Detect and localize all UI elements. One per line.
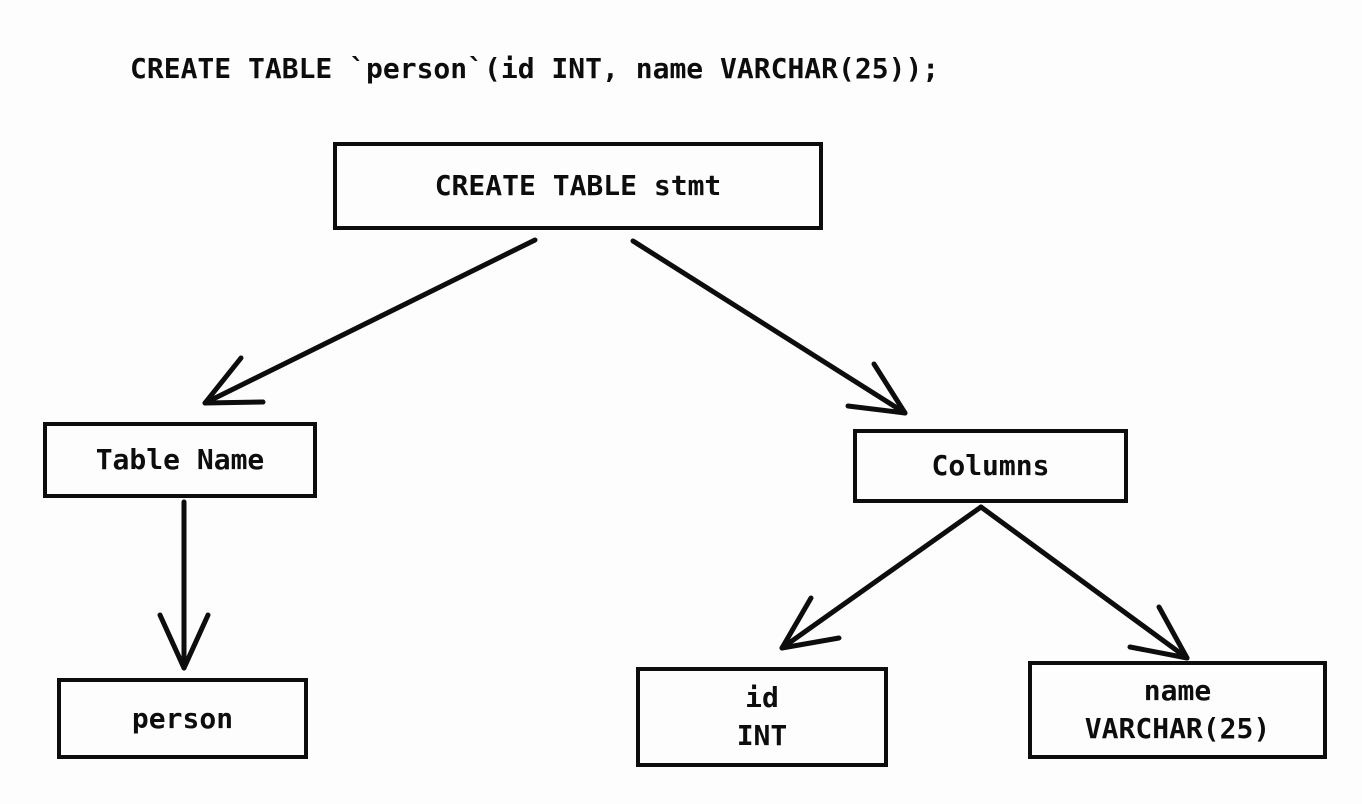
edge-stmt-to-table-name-arrow: [202, 237, 538, 406]
node-table-name: Table Name: [43, 422, 317, 498]
node-columns: Columns: [853, 429, 1128, 503]
node-table-name-label: Table Name: [95, 443, 265, 476]
edge-columns-to-name-arrow: [978, 504, 1190, 661]
node-name-varchar-name: name: [1143, 674, 1212, 707]
node-id-int: id INT: [636, 667, 888, 767]
edge-table-name-to-person-arrow: [157, 499, 211, 671]
node-create-table-stmt-label: CREATE TABLE stmt: [434, 169, 722, 202]
node-create-table-stmt: CREATE TABLE stmt: [333, 142, 823, 230]
node-name-varchar: name VARCHAR(25): [1028, 661, 1327, 759]
node-id-int-name: id: [745, 681, 779, 714]
node-name-varchar-type: VARCHAR(25): [1084, 712, 1271, 745]
edge-columns-to-id-arrow: [779, 504, 984, 651]
sql-statement-text: CREATE TABLE `person`(id INT, name VARCH…: [130, 52, 940, 85]
node-person-label: person: [131, 701, 234, 735]
edge-stmt-to-columns-arrow: [630, 238, 908, 416]
node-person: person: [57, 678, 308, 759]
node-id-int-type: INT: [736, 719, 788, 752]
node-columns-label: Columns: [931, 449, 1050, 482]
